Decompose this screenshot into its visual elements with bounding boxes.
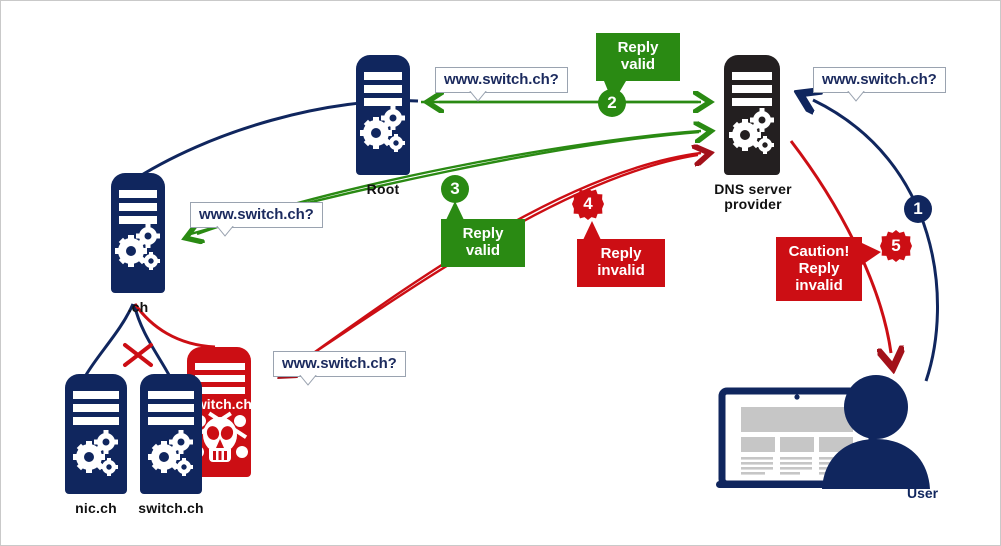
callout-reply-invalid-tail	[583, 221, 601, 240]
query-label-root: www.switch.ch?	[435, 67, 568, 93]
node-ch-label: .ch	[127, 299, 149, 315]
callout-reply-valid-top-line1: Reply	[617, 39, 659, 56]
callout-reply-valid-top-line2: valid	[620, 55, 656, 73]
server-icon	[111, 173, 165, 293]
step-badge-1: 1	[904, 195, 932, 223]
callout-reply-valid-mid-line2: valid	[465, 241, 501, 259]
callout-reply-invalid: Reply invalid	[577, 239, 665, 287]
node-user[interactable]: User	[714, 369, 949, 509]
callout-reply-invalid-line1: Reply	[600, 245, 642, 262]
query-label-ch-tail	[216, 225, 234, 237]
line-ch-to-switch	[132, 303, 171, 376]
query-label-rogue-tail	[299, 374, 317, 386]
node-user-label: User	[907, 485, 939, 501]
blocked-x-icon	[123, 343, 153, 367]
callout-caution-line1: Caution!	[788, 243, 850, 260]
step-badge-2: 2	[598, 89, 626, 117]
line-ch-to-rogue	[133, 303, 216, 349]
query-label-user: www.switch.ch?	[813, 67, 946, 93]
node-root-label: Root	[366, 181, 400, 197]
callout-caution-tail	[862, 243, 881, 265]
callout-caution-line3: invalid	[795, 276, 843, 294]
node-dns-provider-label-line1: DNS server	[714, 181, 792, 197]
server-icon	[724, 55, 780, 175]
callout-reply-invalid-line2: invalid	[597, 261, 645, 279]
callout-reply-valid-mid-line1: Reply	[462, 225, 504, 242]
callout-caution: Caution! Reply invalid	[776, 237, 862, 302]
node-dns-provider-label-line2: provider	[724, 196, 782, 212]
query-label-ch: www.switch.ch?	[190, 202, 323, 228]
line-user-to-dns	[813, 100, 939, 382]
node-nic-ch[interactable]: nic.ch	[59, 374, 133, 516]
callout-reply-valid-mid-tail	[446, 201, 464, 220]
node-nic-ch-label: nic.ch	[75, 500, 117, 516]
line-ch-to-nic	[84, 303, 135, 376]
server-icon	[140, 374, 202, 494]
step-badge-3: 3	[441, 175, 469, 203]
query-label-user-tail	[847, 90, 865, 102]
svg-text:switch.ch: switch.ch	[188, 396, 252, 412]
query-label-root-tail	[469, 90, 487, 102]
callout-reply-valid-mid: Reply valid	[441, 219, 525, 267]
node-root[interactable]: Root	[346, 55, 420, 197]
node-dns-provider[interactable]: DNS server provider	[714, 55, 792, 212]
query-label-rogue: www.switch.ch?	[273, 351, 406, 377]
user-laptop-icon	[716, 375, 930, 489]
server-icon	[65, 374, 127, 494]
node-switch-ch-label: switch.ch	[138, 500, 204, 516]
node-switch-ch[interactable]: switch.ch	[134, 374, 208, 516]
server-icon	[356, 55, 410, 175]
callout-reply-valid-top: Reply valid	[596, 33, 680, 81]
node-ch[interactable]: .ch	[101, 173, 175, 315]
callout-caution-line2: Reply	[798, 259, 840, 277]
